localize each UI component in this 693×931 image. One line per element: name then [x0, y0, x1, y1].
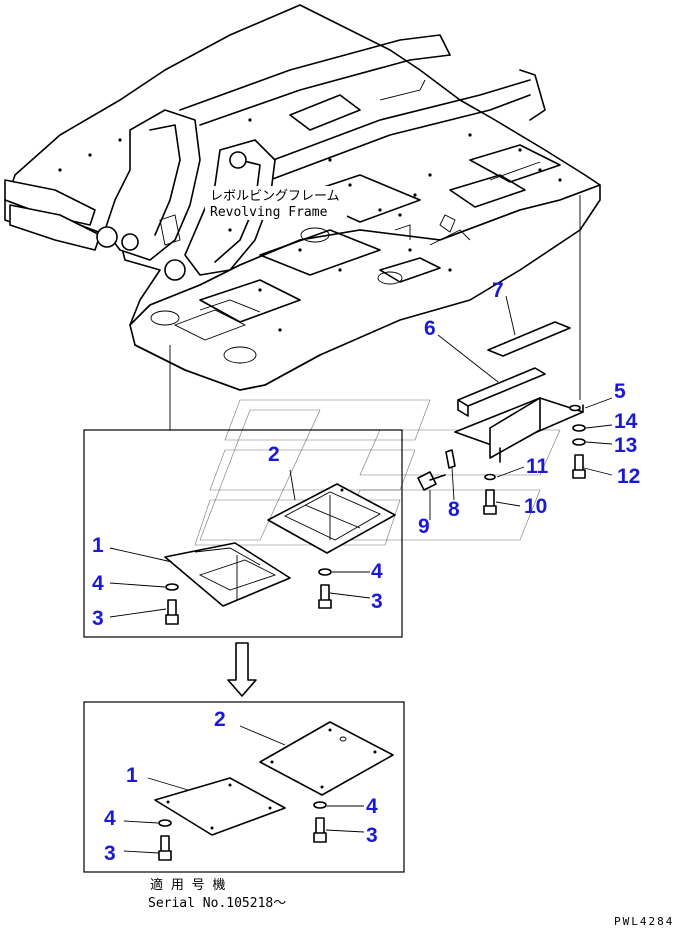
part-9-bolt	[417, 471, 437, 491]
revolving-frame	[4, 4, 601, 391]
top-callouts: 7 6 5 14 13 12 11 10 9 8	[418, 279, 640, 538]
part-6-bar	[457, 367, 546, 407]
plate-2-new	[259, 721, 394, 796]
part-13-washer	[572, 438, 586, 446]
box2-callout-4-right: 4	[366, 795, 378, 818]
plate-1-new	[154, 777, 286, 836]
part-8-clip	[445, 449, 456, 469]
box2-callout-3-right: 3	[366, 824, 378, 847]
plate-1	[164, 542, 291, 607]
callout-12: 12	[617, 465, 640, 488]
drawing-code: PWL4284	[614, 915, 674, 928]
callout-14: 14	[614, 410, 638, 433]
box1-callout-4-left: 4	[92, 572, 104, 595]
callout-10: 10	[524, 495, 547, 518]
detail-box-2: 2 1 4 3 4 3	[83, 701, 405, 873]
callout-13: 13	[614, 434, 637, 457]
box2-callout-1: 1	[126, 764, 138, 787]
callout-11: 11	[526, 455, 549, 478]
serial-note: 適 用 号 機 Serial No.105218～	[148, 877, 286, 911]
cover-parts	[417, 321, 586, 515]
part-14-washer	[572, 424, 586, 432]
box1-callout-2: 2	[268, 443, 280, 466]
serial-en: Serial No.105218～	[148, 896, 286, 911]
box1-callout-3-left: 3	[92, 607, 104, 630]
frame-label-en: Revolving Frame	[210, 205, 328, 220]
box2-callout-2: 2	[214, 708, 226, 731]
callout-5: 5	[614, 380, 626, 403]
callout-8: 8	[448, 498, 460, 521]
frame-label: レボルビングフレーム Revolving Frame	[205, 186, 347, 220]
box2-callout-3-left: 3	[104, 842, 116, 865]
frame-holes	[58, 118, 562, 332]
box1-callout-4-right: 4	[371, 560, 383, 583]
part-7-plate	[487, 321, 571, 357]
detail-box-1: 2 1 4 3 4 3	[83, 429, 403, 638]
callout-9: 9	[418, 515, 430, 538]
box1-callout-3-right: 3	[371, 590, 383, 613]
serial-jp: 適 用 号 機	[150, 877, 225, 893]
box2-callout-4-left: 4	[104, 807, 116, 830]
box1-callout-1: 1	[92, 534, 104, 557]
plate-2	[267, 483, 396, 554]
part-11-washer	[484, 473, 496, 481]
callout-7: 7	[492, 279, 504, 302]
callout-6: 6	[424, 317, 436, 340]
frame-label-jp: レボルビングフレーム	[210, 189, 340, 204]
down-arrow-icon	[227, 642, 257, 697]
